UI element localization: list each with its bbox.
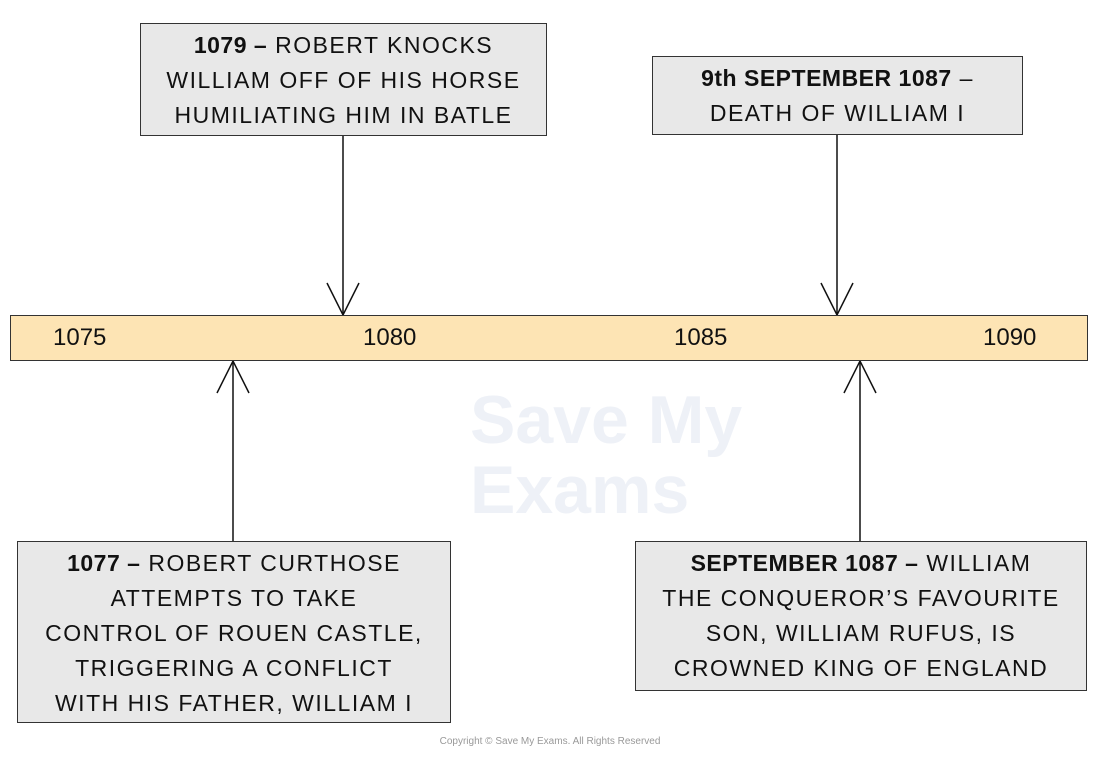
arrow-1077	[216, 359, 250, 541]
event-text: CROWNED KING OF ENGLAND	[673, 655, 1049, 681]
event-text: HUMILIATING HIM IN BATLE	[174, 102, 513, 128]
event-text: ROBERT KNOCKS	[267, 32, 494, 58]
arrow-1079	[326, 135, 360, 317]
event-text: SON, WILLIAM RUFUS, IS	[705, 620, 1017, 646]
event-date: 1077 –	[67, 550, 141, 576]
event-text: DEATH OF WILLIAM I	[709, 100, 966, 126]
event-date: SEPTEMBER 1087 –	[690, 550, 919, 576]
year-label: 1090	[983, 324, 1037, 351]
event-text: WILLIAM	[918, 550, 1032, 576]
watermark-line: Exams	[470, 452, 690, 528]
event-text: CONTROL OF ROUEN CASTLE,	[45, 620, 423, 646]
event-text: TRIGGERING A CONFLICT	[75, 655, 393, 681]
event-box-death-william: 9th SEPTEMBER 1087 – DEATH OF WILLIAM I	[652, 56, 1023, 135]
event-text: THE CONQUEROR’S FAVOURITE	[662, 585, 1060, 611]
year-label: 1080	[363, 324, 417, 351]
event-date: 1079 –	[193, 32, 268, 58]
event-text: WITH HIS FATHER, WILLIAM I	[54, 690, 414, 716]
timeline-bar: 1075 1080 1085 1090	[10, 315, 1088, 361]
arrow-sept-1087-death	[820, 134, 854, 317]
event-text: –	[951, 65, 974, 91]
event-box-rufus-crowned: SEPTEMBER 1087 – WILLIAM THE CONQUEROR’S…	[635, 541, 1087, 691]
year-label: 1075	[53, 324, 107, 351]
watermark-line: Save My	[470, 382, 743, 458]
event-box-1077: 1077 – ROBERT CURTHOSE ATTEMPTS TO TAKE …	[17, 541, 451, 723]
event-text: WILLIAM OFF OF HIS HORSE	[166, 67, 521, 93]
copyright: Copyright © Save My Exams. All Rights Re…	[439, 736, 661, 747]
event-box-1079: 1079 – ROBERT KNOCKS WILLIAM OFF OF HIS …	[140, 23, 547, 136]
event-date: 9th SEPTEMBER 1087	[701, 65, 952, 91]
event-text: ROBERT CURTHOSE	[140, 550, 401, 576]
year-label: 1085	[674, 324, 728, 351]
event-text: ATTEMPTS TO TAKE	[110, 585, 358, 611]
arrow-sept-1087-crowned	[843, 359, 877, 541]
